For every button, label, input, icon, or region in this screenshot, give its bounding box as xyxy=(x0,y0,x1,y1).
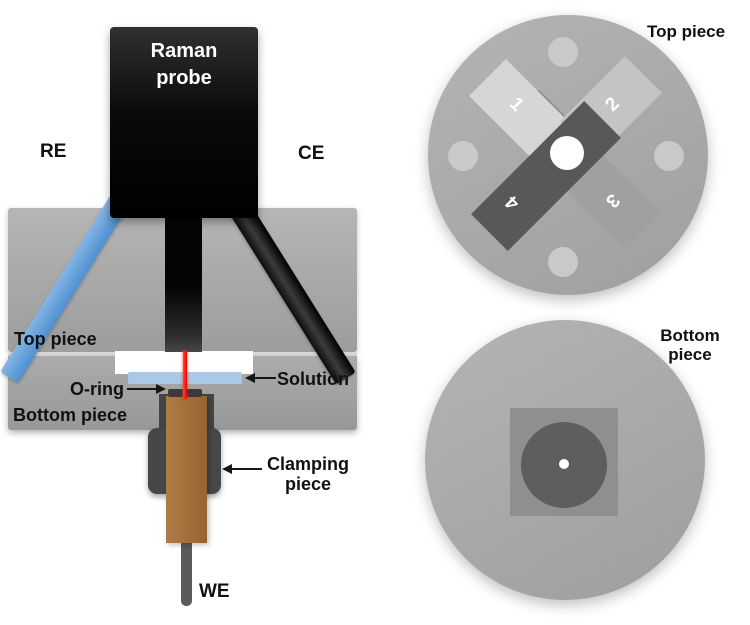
bottom-view-title: Bottom piece xyxy=(660,326,720,364)
bolt-hole-bottom xyxy=(548,247,578,277)
we-label: WE xyxy=(199,581,230,602)
laser-hole-dot xyxy=(559,459,569,469)
top-view-title: Top piece xyxy=(647,22,726,41)
oring-arrow-icon xyxy=(156,384,166,394)
laser-beam xyxy=(183,351,187,399)
raman-probe-body xyxy=(110,27,258,218)
raman-probe-label: Raman probe xyxy=(150,40,218,89)
solution-arrow-icon xyxy=(245,373,255,383)
we-wire xyxy=(181,543,192,606)
raman-probe-stem xyxy=(165,210,202,352)
top-piece-label: Top piece xyxy=(14,329,97,349)
bolt-hole-right xyxy=(654,141,684,171)
clamping-arrow-line xyxy=(231,468,262,470)
oring-arrow-line xyxy=(127,388,158,390)
bottom-piece-label: Bottom piece xyxy=(13,405,128,425)
clamping-piece-label: Clamping piece xyxy=(266,454,349,495)
oring-label: O-ring xyxy=(70,379,124,399)
solution-label: Solution xyxy=(277,369,349,389)
solution-arrow-line xyxy=(254,377,276,379)
re-label: RE xyxy=(40,141,67,162)
bolt-hole-top xyxy=(548,37,578,67)
working-electrode xyxy=(166,396,207,543)
ce-label: CE xyxy=(298,143,325,164)
center-hole xyxy=(550,136,584,170)
clamping-arrow-icon xyxy=(222,464,232,474)
bolt-hole-left xyxy=(448,141,478,171)
